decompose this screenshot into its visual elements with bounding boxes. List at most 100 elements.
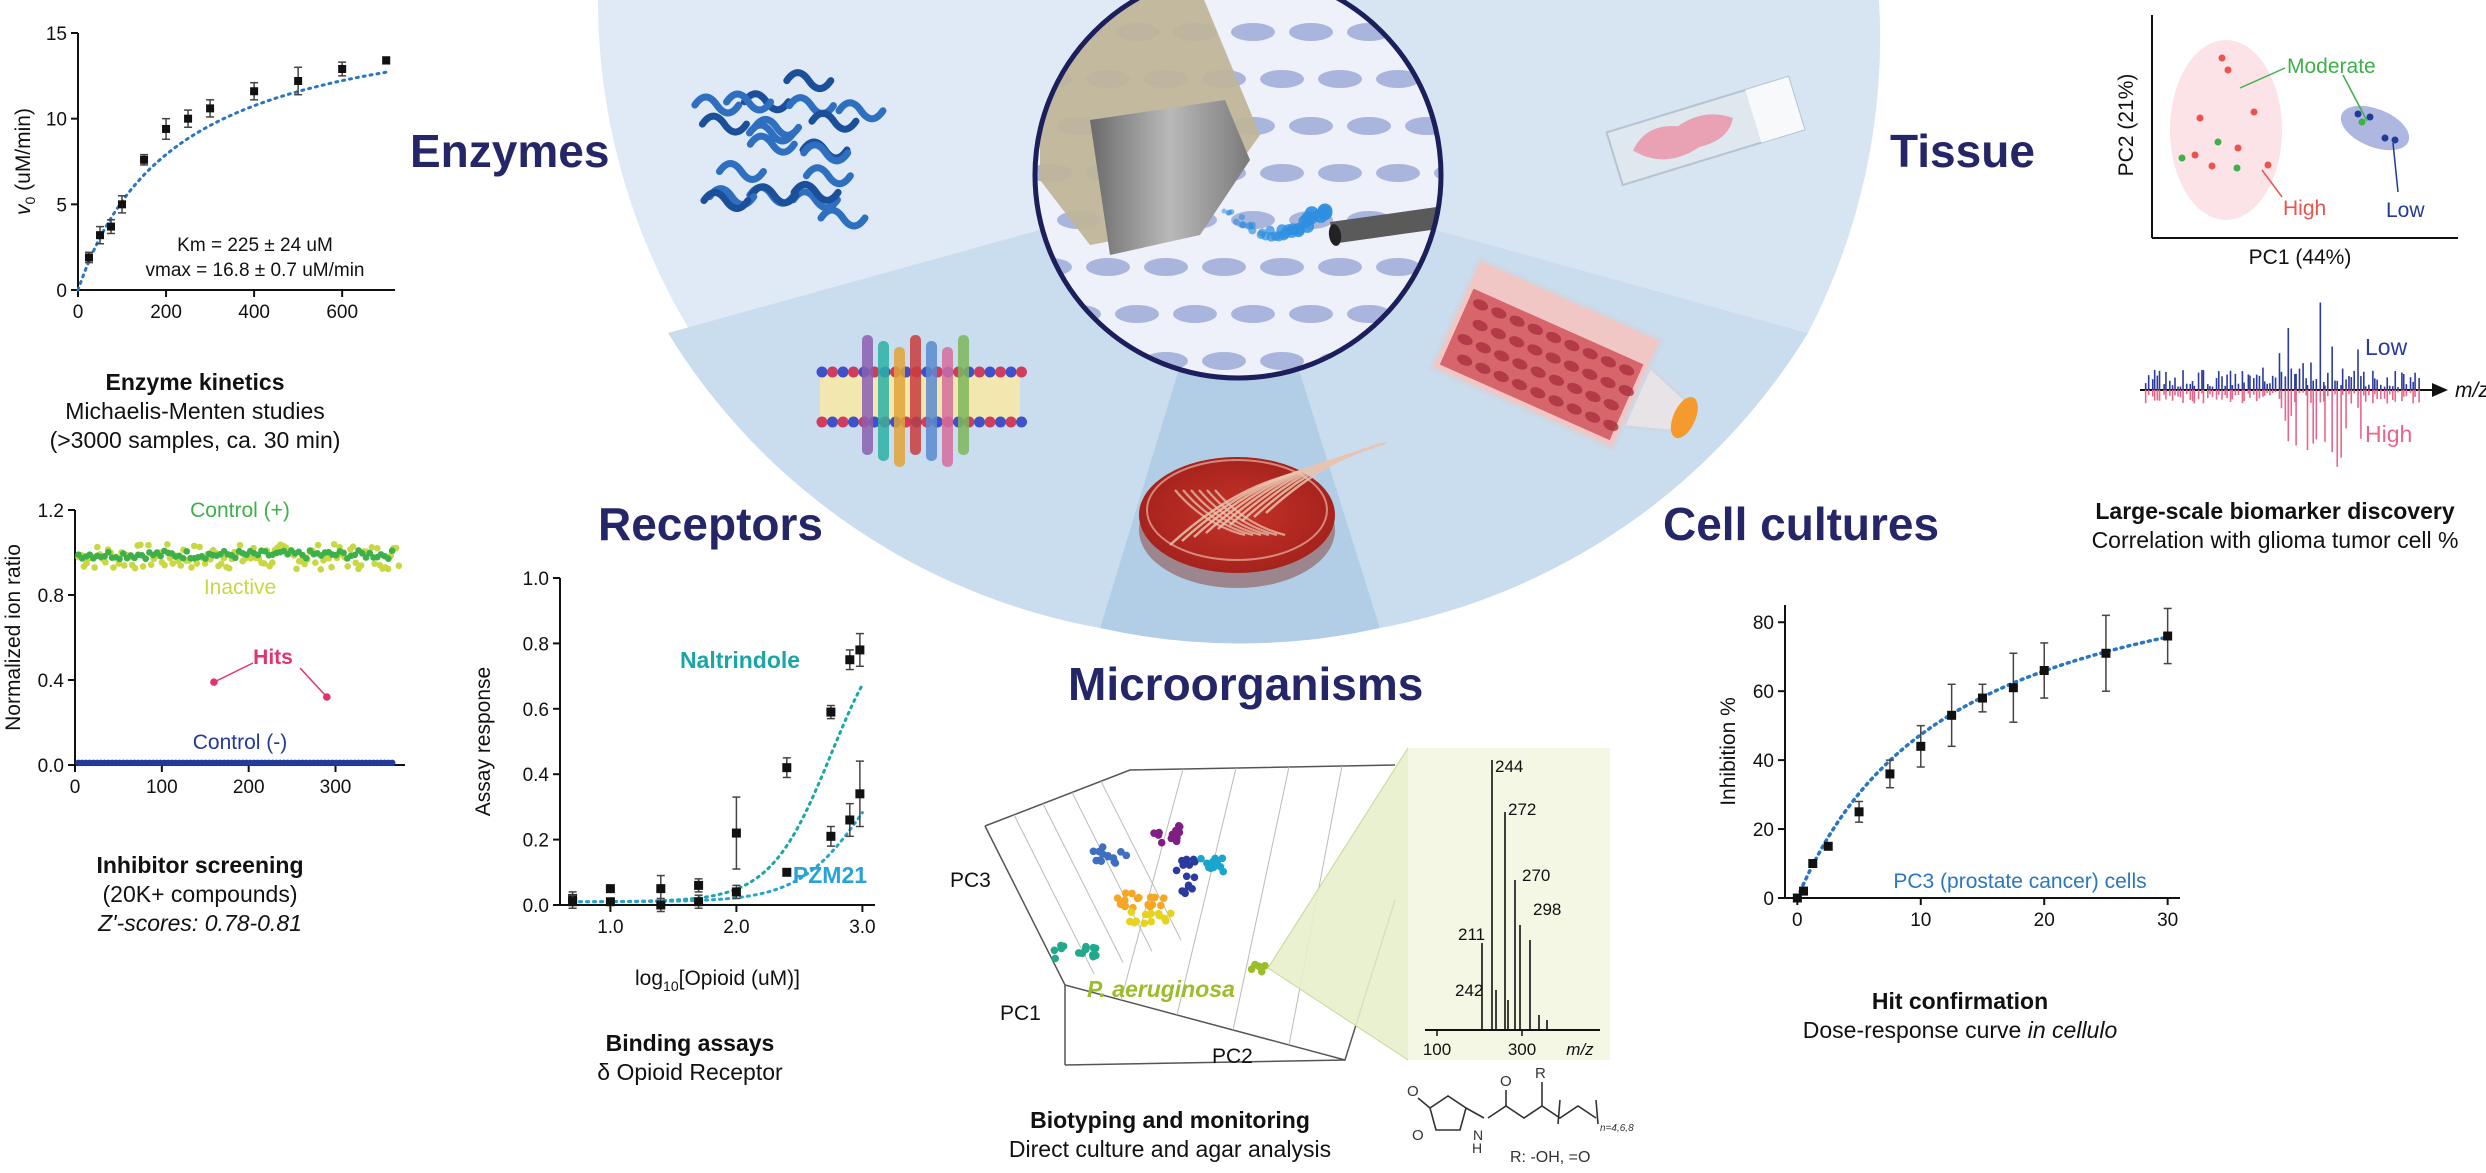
y-tick-label: 10 — [46, 110, 67, 131]
droplet — [1233, 218, 1240, 226]
cell — [1509, 315, 1525, 327]
data-point — [162, 124, 171, 133]
droplet — [1317, 203, 1333, 219]
lipid-head — [827, 366, 838, 378]
inactive-point — [83, 559, 90, 567]
inactive-point — [131, 564, 139, 572]
transmembrane-helix — [942, 347, 953, 467]
data-point — [826, 707, 836, 717]
peak-label: 244 — [1495, 757, 1523, 776]
hit-point — [323, 693, 331, 701]
cluster-point — [1128, 889, 1136, 898]
control-positive-point — [358, 549, 366, 557]
carbonyl-bond — [1417, 1097, 1431, 1109]
caption-line: δ Opioid Receptor — [597, 1058, 783, 1085]
data-point — [1947, 710, 1957, 720]
cell — [1490, 328, 1506, 340]
moderate-point — [2178, 154, 2186, 162]
x-tick-label: 0 — [1792, 910, 1803, 931]
cell — [1584, 411, 1601, 423]
cell — [1585, 390, 1601, 403]
inactive-point — [217, 560, 225, 568]
atom-label: H — [1472, 1140, 1482, 1156]
series-label-naltrindole: Naltrindole — [680, 647, 800, 673]
x-tick-label: 0 — [73, 302, 84, 323]
well — [1173, 305, 1217, 323]
cluster-point — [1132, 917, 1141, 926]
data-point — [85, 253, 94, 262]
y-tick-label: 1.2 — [38, 501, 64, 522]
streak — [1206, 489, 1278, 537]
x-tick-label: 3.0 — [849, 917, 875, 938]
pca-box-face — [985, 765, 1395, 1060]
vmax-annotation: vmax = 16.8 ± 0.7 uM/min — [146, 260, 365, 281]
zoom-edge — [1267, 967, 1409, 1061]
lactone-ring — [1429, 1095, 1467, 1131]
cluster-point — [1171, 826, 1180, 835]
grid-line — [1232, 766, 1290, 1031]
cluster-point — [1140, 919, 1149, 928]
data-point — [2039, 665, 2049, 675]
cluster-point — [1197, 854, 1205, 863]
data-point — [184, 114, 193, 123]
cell — [1512, 358, 1528, 370]
cell — [1564, 339, 1580, 352]
cluster-point — [1050, 946, 1059, 955]
lipid-head — [816, 366, 828, 378]
inactive-point — [91, 564, 98, 571]
cluster-point — [1148, 900, 1157, 909]
data-point — [782, 867, 792, 877]
high-point — [2208, 162, 2216, 170]
data-point — [845, 655, 855, 665]
y-tick-label: 0 — [1763, 889, 1774, 910]
cluster-point — [1154, 909, 1163, 918]
x-tick-label: 30 — [2157, 910, 2178, 931]
caption-biotyping: Biotyping and monitoring Direct culture … — [960, 1106, 1380, 1164]
y-tick-label: 0.8 — [523, 634, 549, 655]
cell — [1603, 419, 1619, 431]
x-tick-label: 300 — [320, 777, 352, 798]
caption-binding-assays: Binding assays δ Opioid Receptor — [560, 1029, 820, 1087]
series-label-pzm21: PZM21 — [793, 862, 867, 888]
data-point — [140, 155, 149, 164]
high-point — [2218, 54, 2226, 62]
fit-curve — [76, 69, 393, 292]
inactive-point — [384, 565, 392, 573]
inactive-point — [169, 560, 176, 567]
cluster-point — [1159, 894, 1168, 902]
droplet — [1238, 221, 1246, 229]
y-tick-label: 0.4 — [38, 671, 65, 692]
ribbon-segment — [783, 69, 835, 93]
low-point — [2366, 113, 2374, 121]
grid-line — [1176, 767, 1237, 1016]
data-point — [206, 104, 215, 113]
low-cluster-ellipse — [2340, 105, 2410, 151]
cluster-point — [1172, 866, 1181, 875]
caption-line: (>3000 samples, ca. 30 min) — [49, 426, 341, 453]
inactive-point — [357, 562, 365, 569]
x-label-subscript: 10 — [663, 978, 679, 994]
ribbon-segment — [817, 206, 869, 230]
transmembrane-helix — [958, 335, 969, 455]
well — [1376, 258, 1420, 276]
cell-culture-flask-illustration — [1427, 255, 1698, 453]
series-label-low: Low — [2365, 334, 2408, 360]
moderate-point — [2233, 164, 2241, 172]
data-point — [250, 87, 259, 96]
inactive-point — [371, 560, 378, 567]
cell — [1493, 370, 1509, 383]
streak — [1174, 489, 1246, 537]
well — [1260, 70, 1304, 88]
well — [1260, 164, 1304, 182]
y-tick-label: 0.8 — [38, 586, 64, 607]
data-point — [782, 763, 792, 773]
y-tick-label: 15 — [46, 24, 67, 45]
caption-text: Dose-response curve — [1802, 1016, 2022, 1043]
x-tick-label: 600 — [326, 302, 358, 323]
cluster-point — [1091, 944, 1100, 953]
